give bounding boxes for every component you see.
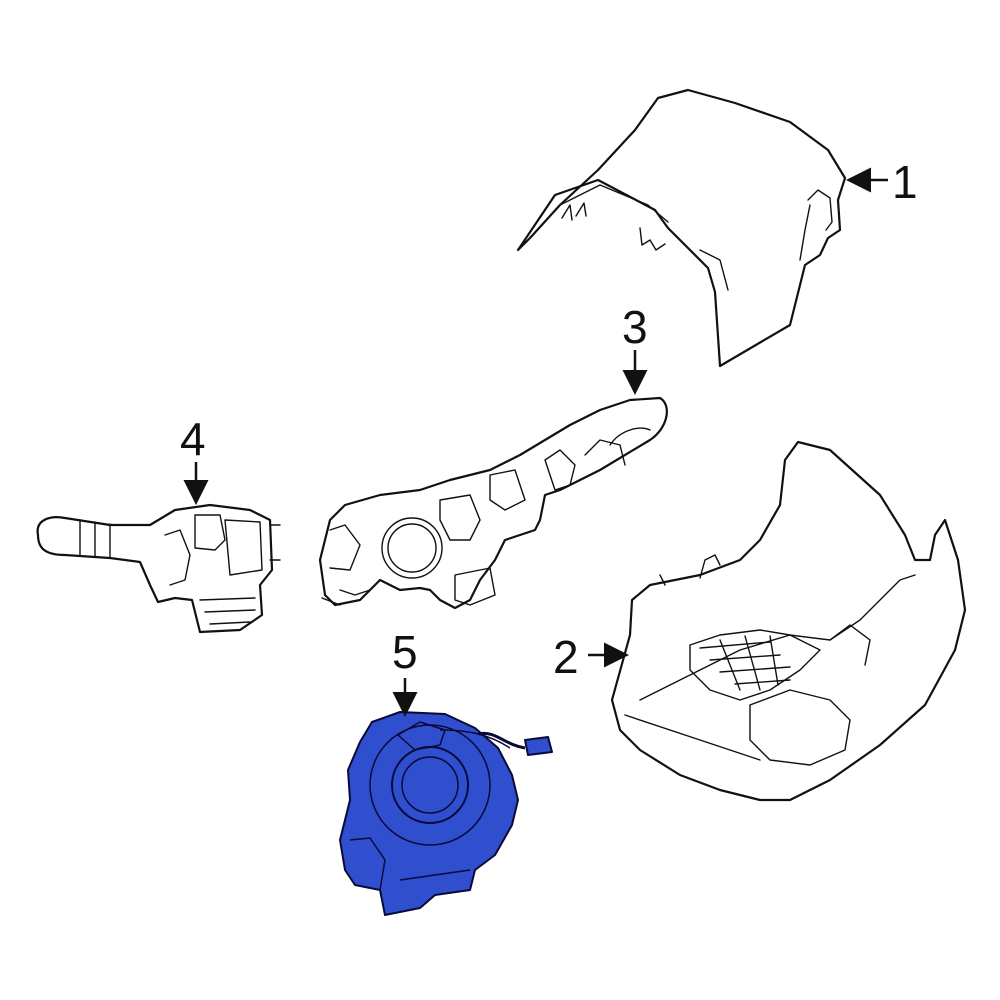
callout-number-2: 2 <box>553 631 579 683</box>
part-1-upper-column-cover[interactable] <box>516 88 847 368</box>
callout-number-1: 1 <box>892 156 918 208</box>
callout-number-5: 5 <box>392 626 418 678</box>
part-2-lower-column-cover[interactable] <box>610 440 967 802</box>
callout-number-3: 3 <box>622 301 648 353</box>
part-3-combination-switch[interactable] <box>318 396 668 610</box>
part-5-clock-spring[interactable] <box>339 711 553 916</box>
callout-number-4: 4 <box>180 413 206 465</box>
part-4-turn-signal-switch[interactable] <box>36 503 281 634</box>
